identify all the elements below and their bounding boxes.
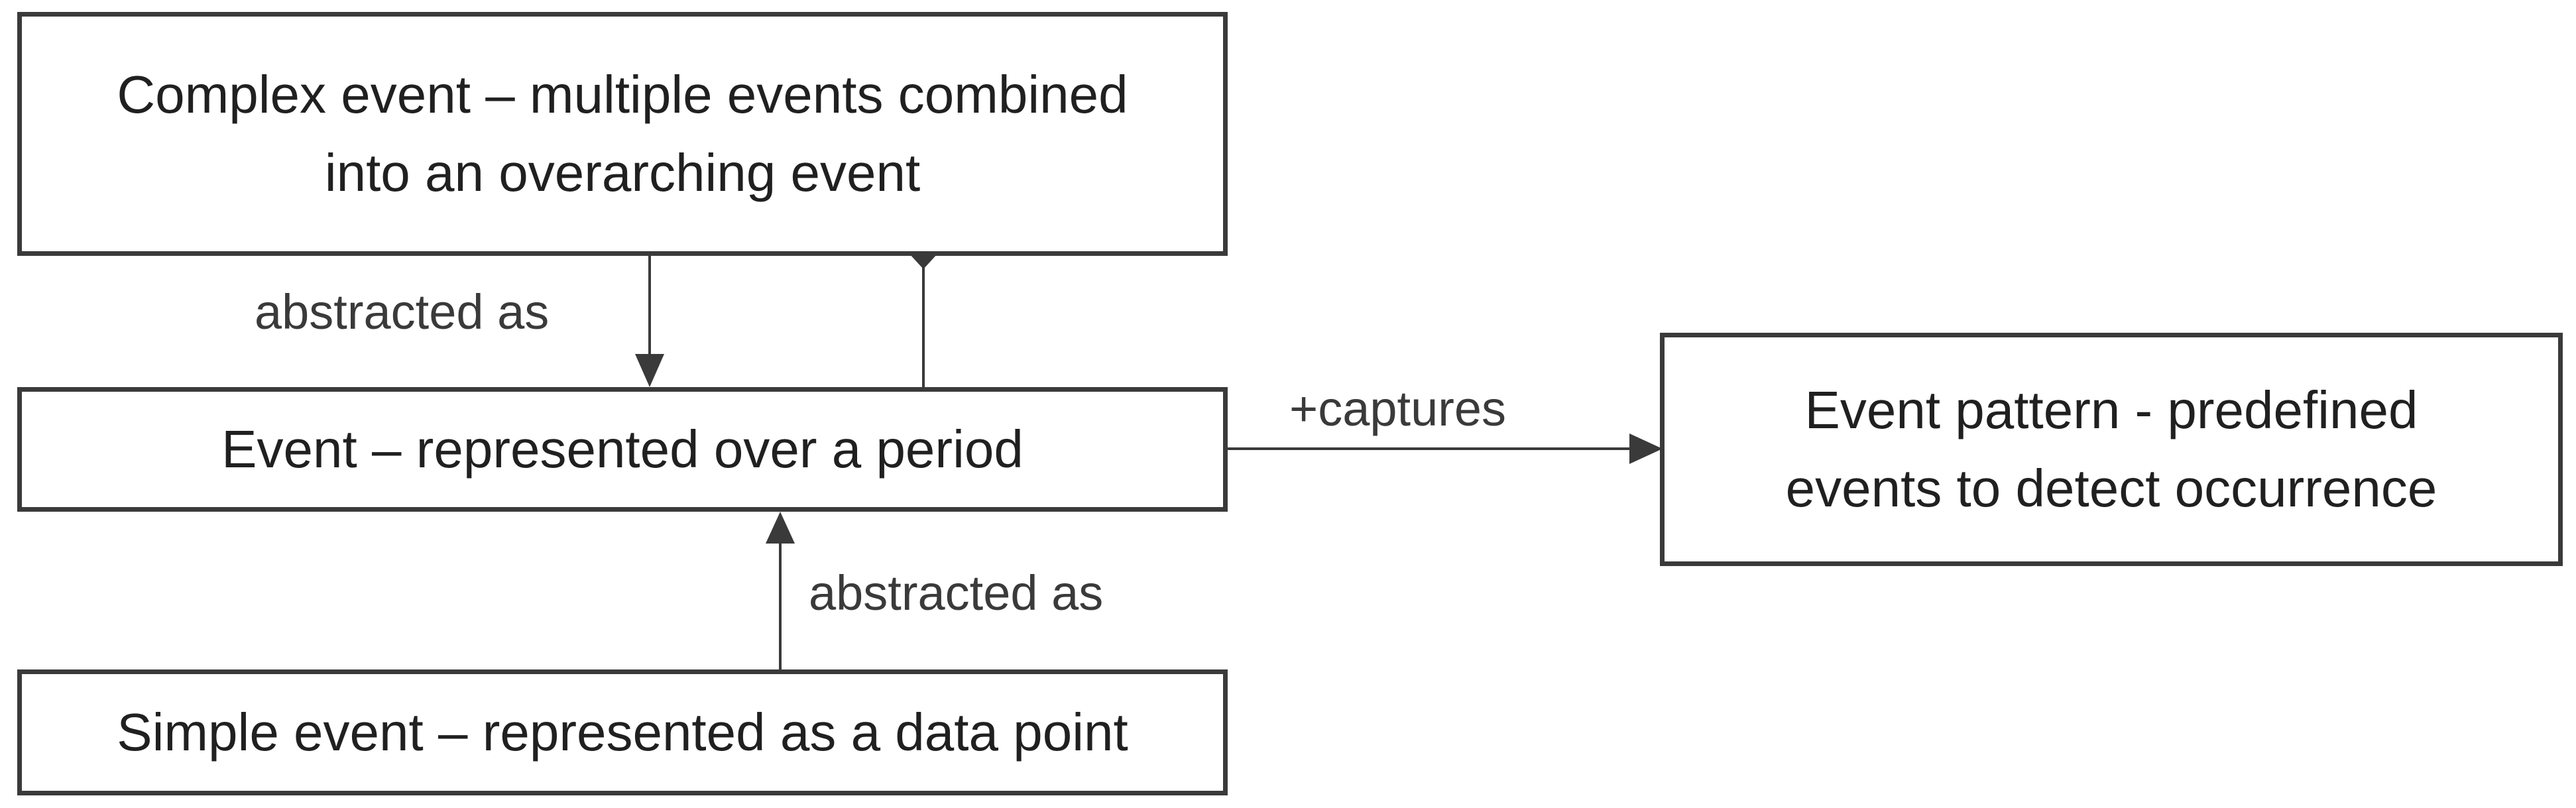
event-pattern-box: Event pattern - predefined events to det… <box>1660 333 2563 566</box>
arrowhead-up-icon <box>766 512 795 544</box>
edge-label-event-to-pattern: +captures <box>1289 381 1507 436</box>
arrowhead-down-icon <box>635 354 664 387</box>
event-box: Event – represented over a period <box>17 387 1228 512</box>
event-text: Event – represented over a period <box>221 420 1024 479</box>
simple-event-box: Simple event – represented as a data poi… <box>17 669 1228 795</box>
edge-label-complex-to-event: abstracted as <box>255 284 550 339</box>
complex-event-text: Complex event – multiple events combined… <box>117 65 1128 202</box>
arrowhead-right-icon <box>1629 433 1663 464</box>
event-pattern-text: Event pattern - predefined events to det… <box>1785 380 2437 518</box>
complex-event-box: Complex event – multiple events combined… <box>17 12 1228 256</box>
edge-label-simple-to-event: abstracted as <box>809 565 1104 620</box>
simple-event-text: Simple event – represented as a data poi… <box>117 703 1128 762</box>
